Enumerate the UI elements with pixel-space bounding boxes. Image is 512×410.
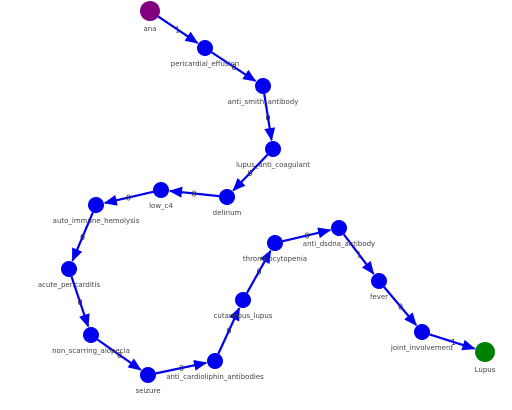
edge-label: 0 [231, 63, 236, 72]
node-label-Lupus: Lupus [475, 366, 496, 374]
node-label-low_c4: low_c4 [149, 202, 173, 210]
node-Lupus [475, 342, 495, 362]
node-label-ana: ana [143, 25, 156, 33]
edge-fever-to-joint_involvement [383, 286, 418, 326]
edge-pericardial_effusion-to-anti_smith_antibody [211, 51, 257, 82]
node-lupus_anti_coagulant [265, 141, 281, 157]
node-label-delirium: delirium [213, 209, 242, 217]
node-label-anti_cardioliphin_antibodies: anti_cardioliphin_antibodies [166, 373, 264, 381]
node-label-pericardial_effusion: pericardial_effusion [171, 60, 239, 68]
node-label-anti_smith_antibody: anti_smith_antibody [228, 98, 299, 106]
node-acute_pericarditis [61, 261, 77, 277]
node-label-fever: fever [370, 293, 388, 301]
node-auto_immune_hemolysis [88, 197, 104, 213]
node-anti_smith_antibody [255, 78, 271, 94]
edge-label: 0 [126, 194, 131, 203]
edge-label: 0 [398, 303, 403, 312]
node-fever [371, 273, 387, 289]
edge-joint_involvement-to-Lupus [429, 333, 476, 351]
nodes-layer [61, 1, 495, 383]
edge-label: 0 [226, 327, 231, 336]
edge-label: 0 [77, 298, 82, 307]
edge-label: 0 [117, 351, 122, 360]
node-label-anti_dsdna_antibody: anti_dsdna_antibody [303, 240, 375, 248]
node-label-auto_immune_hemolysis: auto_immune_hemolysis [53, 217, 140, 225]
node-label-lupus_anti_coagulant: lupus_anti_coagulant [236, 161, 310, 169]
node-label-acute_pericarditis: acute_pericarditis [38, 281, 101, 289]
edge-label: 0 [256, 268, 261, 277]
edge-anti_dsdna_antibody-to-fever [342, 233, 375, 275]
edge-label: 0 [304, 232, 309, 241]
node-label-seizure: seizure [135, 387, 160, 395]
node-anti_dsdna_antibody [331, 220, 347, 236]
edge-anti_smith_antibody-to-lupus_anti_coagulant [263, 93, 276, 142]
edges-layer [70, 15, 476, 375]
node-pericardial_effusion [197, 40, 213, 56]
node-ana [140, 1, 160, 21]
edge-low_c4-to-auto_immune_hemolysis [103, 190, 154, 206]
edge-label: 0 [247, 169, 252, 178]
node-thrombocytopenia [267, 235, 283, 251]
node-label-cutaneous_lupus: cutaneous_lupus [214, 312, 273, 320]
edge-label: 1 [356, 251, 361, 260]
node-non_scarring_alopecia [83, 327, 99, 343]
edge-delirium-to-low_c4 [168, 186, 220, 198]
edge-label: 0 [191, 190, 196, 199]
edge-label: 1 [175, 26, 180, 35]
edge-seizure-to-anti_cardioliphin_antibodies [155, 359, 208, 375]
node-label-thrombocytopenia: thrombocytopenia [243, 255, 307, 263]
edge-non_scarring_alopecia-to-seizure [96, 338, 142, 371]
edge-cutaneous_lupus-to-thrombocytopenia [245, 249, 272, 294]
edge-ana-to-pericardial_effusion [157, 15, 199, 44]
node-anti_cardioliphin_antibodies [207, 353, 223, 369]
node-cutaneous_lupus [235, 292, 251, 308]
edge-label: 0 [80, 233, 85, 242]
edge-anti_cardioliphin_antibodies-to-cutaneous_lupus [217, 307, 241, 355]
node-joint_involvement [414, 324, 430, 340]
node-label-joint_involvement: joint_involvement [390, 344, 454, 352]
edge-thrombocytopenia-to-anti_dsdna_antibody [282, 227, 332, 243]
node-label-non_scarring_alopecia: non_scarring_alopecia [52, 347, 130, 355]
edge-lupus_anti_coagulant-to-delirium [232, 154, 269, 192]
edge-auto_immune_hemolysis-to-acute_pericarditis [71, 211, 94, 262]
node-low_c4 [153, 182, 169, 198]
edge-label: 0 [265, 114, 270, 123]
node-delirium [219, 189, 235, 205]
node-seizure [140, 367, 156, 383]
edge-acute_pericarditis-to-non_scarring_alopecia [70, 276, 90, 328]
edge-label: 1 [451, 338, 456, 347]
labels-layer: 1 0 0 0 0 0 0 0 0 0 0 0 0 1 0 1 ana pericardial_effusiona… [38, 25, 496, 395]
edge-label: 0 [179, 364, 184, 373]
